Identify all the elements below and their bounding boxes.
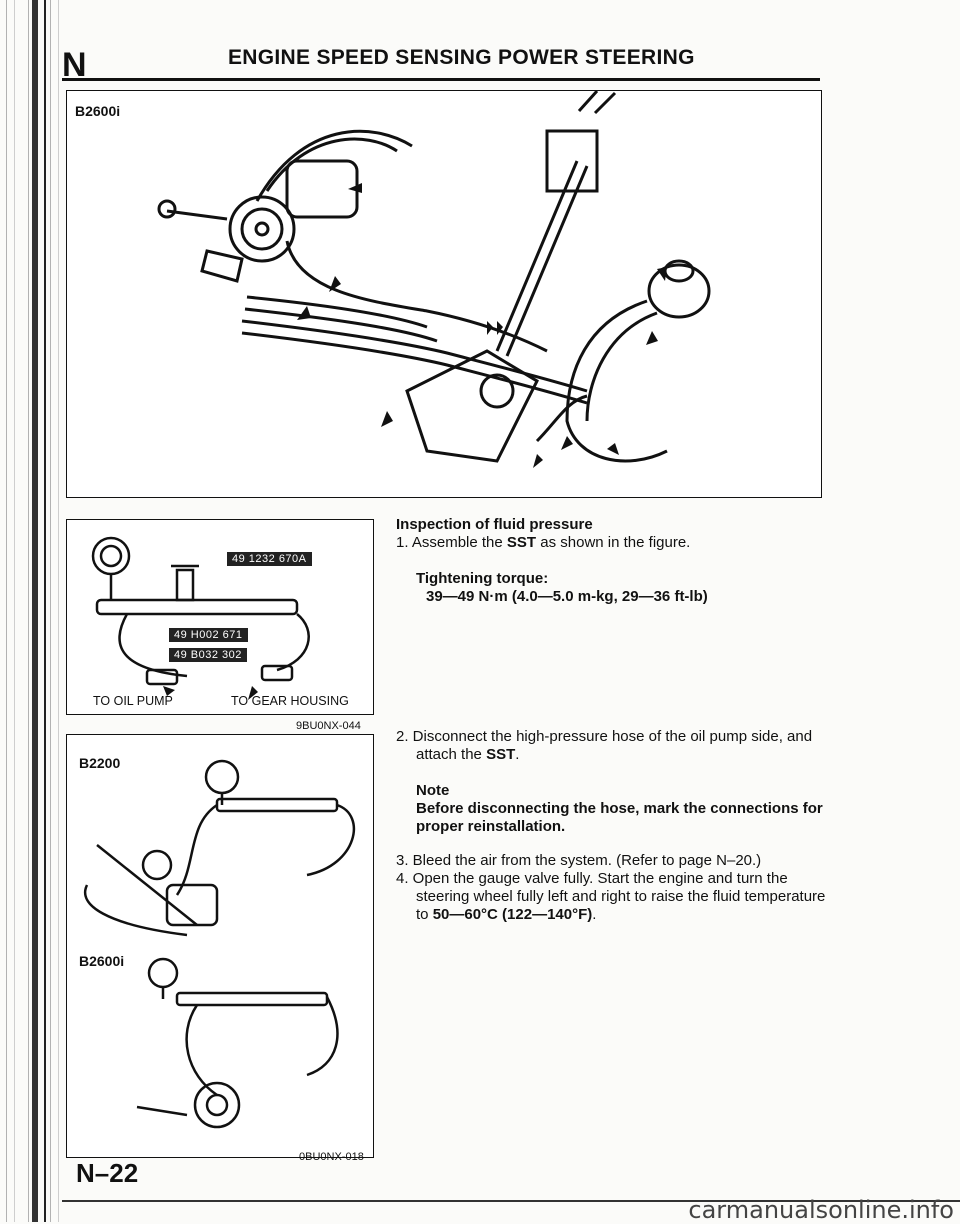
inspection-text: Inspection of fluid pressure 1. Assemble…	[396, 516, 836, 606]
figure-label-b2600i: B2600i	[79, 953, 125, 969]
binding-line	[44, 0, 46, 1222]
model-figure-code: 0BU0NX-018	[299, 1151, 364, 1163]
main-figure: B2600i	[66, 90, 822, 498]
sst-tag-1: 49 1232 670A	[227, 552, 312, 566]
sst-gauge-illustration	[91, 536, 310, 700]
torque-label: Tightening torque:	[416, 570, 549, 587]
sst-figure: 49 1232 670A 49 H002 671 49 B032 302 TO …	[66, 519, 374, 715]
sst-tag-3: 49 B032 302	[169, 648, 247, 662]
step-1: 1. Assemble the SST as shown in the figu…	[396, 534, 691, 551]
sst-figure-code: 9BU0NX-044	[296, 720, 361, 732]
watermark: carmanualsonline.info	[688, 1196, 954, 1224]
torque-value: 39—49 N·m (4.0—5.0 m-kg, 29—36 ft-lb)	[426, 588, 708, 605]
figure-label: B2600i	[75, 103, 121, 119]
binding-edge	[0, 0, 60, 1222]
inspection-text-2: 2. Disconnect the high-pressure hose of …	[396, 728, 836, 924]
binding-shadow	[32, 0, 38, 1222]
page-number: N–22	[76, 1158, 139, 1188]
note-title: Note	[416, 782, 450, 799]
step-4: 4. Open the gauge valve fully. Start the…	[396, 870, 826, 923]
step-3: 3. Bleed the air from the system. (Refer…	[396, 852, 762, 869]
model-gauge-illustration	[84, 759, 355, 1129]
footer-rule	[62, 1200, 960, 1202]
sst-tag-2: 49 H002 671	[169, 628, 248, 642]
section-letter: N	[62, 46, 87, 84]
model-figure: B2200 B2600i 0BU0NX-018	[66, 734, 374, 1163]
caption-oil-pump: TO OIL PUMP	[93, 694, 173, 708]
step-2: 2. Disconnect the high-pressure hose of …	[396, 728, 813, 763]
note-body: Before disconnecting the hose, mark the …	[416, 800, 823, 835]
page-title: ENGINE SPEED SENSING POWER STEERING	[228, 46, 695, 69]
header-rule	[62, 78, 820, 81]
figure-label-b2200: B2200	[79, 755, 121, 771]
section-heading: Inspection of fluid pressure	[396, 516, 593, 533]
steering-system-illustration	[157, 91, 711, 468]
caption-gear-housing: TO GEAR HOUSING	[231, 694, 349, 708]
